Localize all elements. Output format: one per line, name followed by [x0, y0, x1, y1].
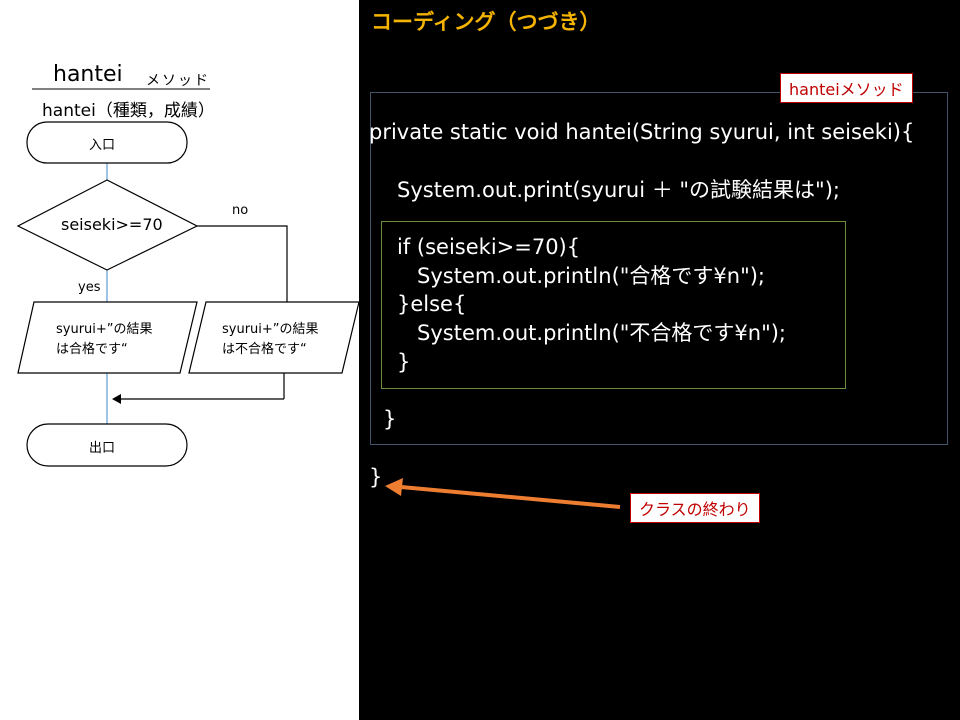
class-end-label: クラスの終わり — [630, 493, 760, 523]
decision-diamond — [16, 179, 199, 271]
method-frame — [370, 92, 948, 445]
output-fail-line1: syurui+”の結果 — [222, 322, 319, 337]
code-println-pass: System.out.println("合格です¥n"); — [397, 264, 766, 288]
class-end-arrow-line — [400, 485, 621, 509]
output-fail-shape — [188, 301, 360, 374]
entry-label: 入口 — [89, 138, 116, 153]
exit-terminal — [26, 423, 188, 467]
code-if-open: if (seiseki>=70){ — [397, 235, 581, 259]
code-if-close: } — [397, 350, 411, 374]
arrowhead-merge — [112, 394, 121, 404]
flowchart-canvas — [16, 88, 360, 467]
flowchart: hantei メソッド hantei（種類，成績） 入口 seiseki>=70… — [0, 0, 360, 720]
method-label: hanteiメソッド — [780, 73, 913, 103]
method-name: hantei — [53, 62, 123, 87]
code-print: System.out.print(syurui ＋ "の試験結果は"); — [397, 178, 840, 202]
annotation-canvas — [385, 478, 621, 509]
entry-terminal — [26, 121, 188, 164]
method-suffix: メソッド — [146, 73, 210, 89]
branch-no-label: no — [232, 203, 249, 218]
output-pass-shape — [17, 301, 198, 374]
code-panel: コーディング（つづき） hanteiメソッド private static vo… — [359, 0, 960, 720]
output-pass-line1: syurui+”の結果 — [56, 322, 153, 337]
code-class-close: } — [369, 465, 383, 489]
branch-yes-label: yes — [78, 280, 101, 295]
code-method-close: } — [383, 407, 397, 431]
code-println-fail: System.out.println("不合格です¥n"); — [397, 321, 787, 345]
class-end-arrowhead — [385, 478, 403, 496]
output-fail-line2: は不合格です“ — [222, 342, 307, 357]
connector-no-branch — [197, 225, 288, 302]
exit-label: 出口 — [89, 441, 116, 456]
decision-label: seiseki>=70 — [61, 215, 163, 234]
method-signature: hantei（種類，成績） — [42, 101, 215, 121]
if-frame — [381, 221, 846, 389]
code-else: }else{ — [397, 292, 467, 316]
output-pass-line2: は合格です“ — [56, 342, 128, 357]
slide-title: コーディング（つづき） — [371, 10, 601, 34]
code-signature: private static void hantei(String syurui… — [369, 120, 915, 144]
